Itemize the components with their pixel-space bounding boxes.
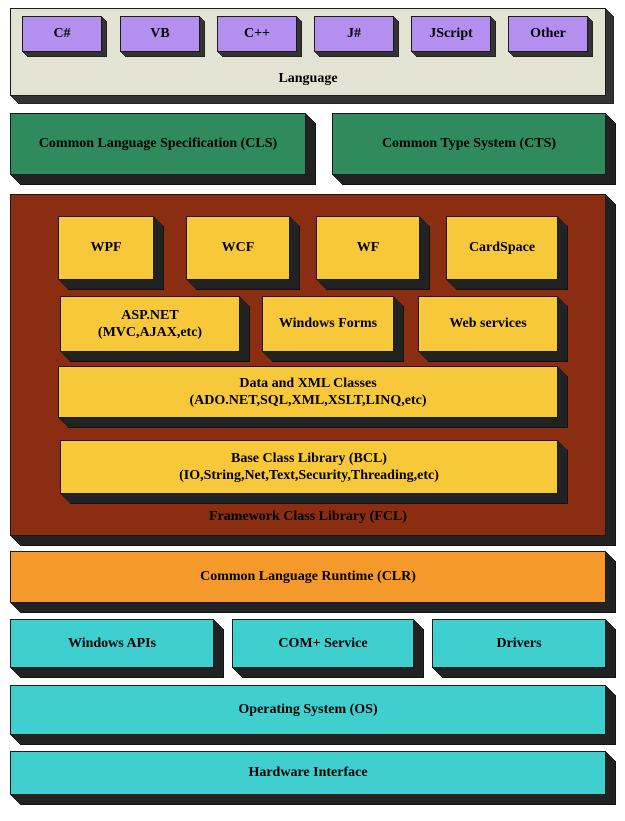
language-jscript: JScript	[411, 16, 491, 52]
wf-block: WF	[316, 216, 420, 280]
drivers-label: Drivers	[496, 635, 542, 651]
bcl-block: Base Class Library (BCL) (IO,String,Net,…	[60, 440, 558, 494]
fcl-label: Framework Class Library (FCL)	[209, 508, 407, 524]
language-jsharp: J#	[314, 16, 394, 52]
data-xml-label-line2: (ADO.NET,SQL,XML,XSLT,LINQ,etc)	[189, 393, 427, 408]
webservices-block: Web services	[418, 296, 558, 352]
data-xml-label-line1: Data and XML Classes	[239, 375, 377, 391]
cts-block: Common Type System (CTS)	[332, 113, 606, 175]
cls-label: Common Language Specification (CLS)	[38, 136, 278, 152]
winforms-block: Windows Forms	[262, 296, 394, 352]
aspnet-block: ASP.NET (MVC,AJAX,etc)	[60, 296, 240, 352]
language-vb: VB	[120, 16, 200, 52]
cardspace-label: CardSpace	[468, 240, 536, 256]
aspnet-label-line1: ASP.NET	[121, 307, 179, 323]
language-layer: Language	[10, 8, 606, 96]
wpf-block: WPF	[58, 216, 154, 280]
hardware-block: Hardware Interface	[10, 751, 606, 795]
cls-block: Common Language Specification (CLS)	[10, 113, 306, 175]
clr-block: Common Language Runtime (CLR)	[10, 551, 606, 603]
winforms-label: Windows Forms	[278, 316, 378, 332]
bcl-label-line1: Base Class Library (BCL)	[231, 450, 387, 466]
data-xml-block: Data and XML Classes (ADO.NET,SQL,XML,XS…	[58, 366, 558, 418]
os-block: Operating System (OS)	[10, 685, 606, 735]
language-csharp: C#	[22, 16, 102, 52]
language-jsharp-label: J#	[347, 26, 361, 42]
aspnet-label-line2: (MVC,AJAX,etc)	[97, 325, 203, 340]
com-service-block: COM+ Service	[232, 619, 414, 668]
language-vb-label: VB	[150, 26, 170, 42]
language-cpp-label: C++	[243, 26, 271, 42]
wcf-label: WCF	[221, 240, 255, 256]
wpf-label: WPF	[90, 240, 122, 256]
language-other-label: Other	[530, 26, 566, 42]
language-label: Language	[278, 70, 338, 86]
com-service-label: COM+ Service	[278, 635, 368, 651]
windows-apis-block: Windows APIs	[10, 619, 214, 668]
cts-label: Common Type System (CTS)	[381, 136, 557, 152]
cardspace-block: CardSpace	[446, 216, 558, 280]
clr-label: Common Language Runtime (CLR)	[200, 569, 416, 585]
bcl-label-line2: (IO,String,Net,Text,Security,Threading,e…	[179, 468, 439, 483]
language-csharp-label: C#	[53, 26, 71, 42]
wf-label: WF	[356, 240, 380, 256]
language-cpp: C++	[217, 16, 297, 52]
drivers-block: Drivers	[432, 619, 606, 668]
language-jscript-label: JScript	[429, 26, 473, 42]
wcf-block: WCF	[186, 216, 290, 280]
webservices-label: Web services	[449, 316, 527, 332]
language-other: Other	[508, 16, 588, 52]
os-label: Operating System (OS)	[238, 702, 378, 718]
windows-apis-label: Windows APIs	[67, 635, 157, 651]
hardware-label: Hardware Interface	[248, 765, 368, 781]
